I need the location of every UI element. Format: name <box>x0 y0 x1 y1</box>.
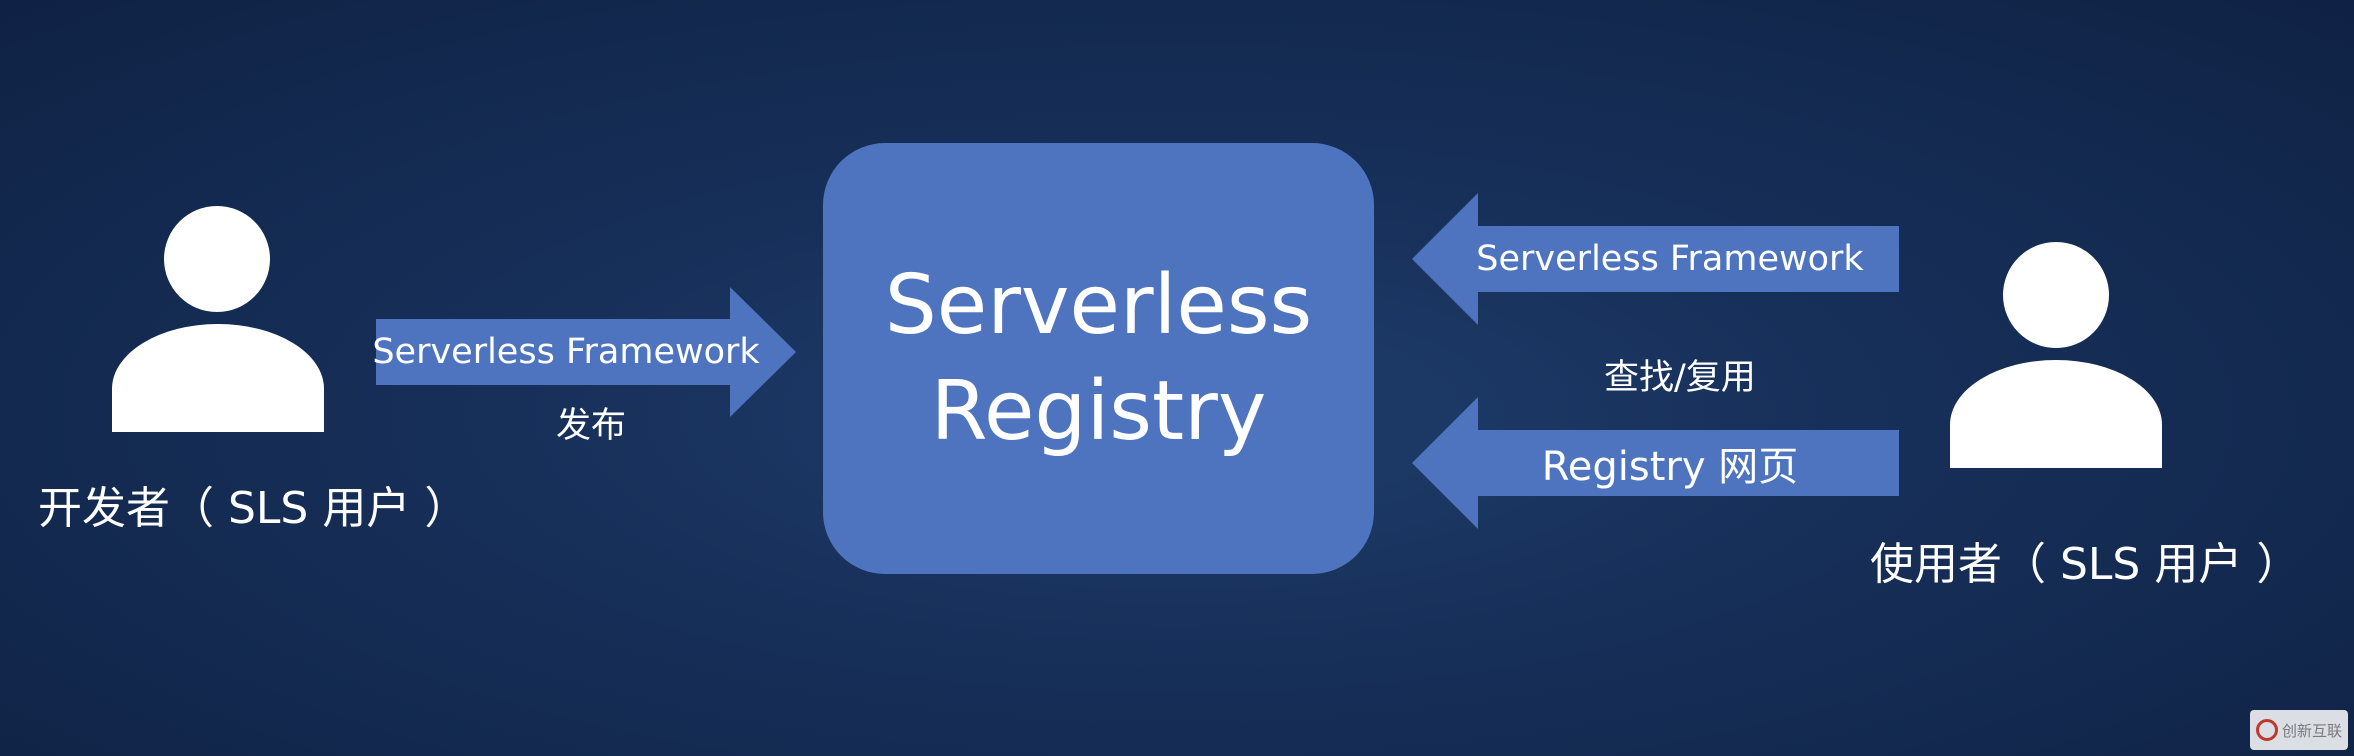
consume-arrow-top-label: Serverless Framework <box>1476 239 1864 279</box>
user-head <box>2003 242 2109 348</box>
developer-body <box>112 324 324 432</box>
consume-arrow-bottom-label: Registry 网页 <box>1541 444 1799 490</box>
user-body <box>1950 360 2162 468</box>
developer-caption: 开发者（ SLS 用户 ） <box>38 483 469 534</box>
user-person-icon <box>1950 242 2162 468</box>
serverless-registry-box: Serverless Registry <box>823 143 1374 574</box>
user-caption: 使用者（ SLS 用户 ） <box>1870 539 2301 590</box>
publish-arrow-label: Serverless Framework <box>372 332 760 372</box>
developer-head <box>164 206 270 312</box>
consume-arrow-top <box>1412 193 1899 325</box>
consume-arrow-bottom <box>1412 397 1899 529</box>
registry-title-line1: Serverless <box>884 257 1313 353</box>
publish-arrow <box>376 287 796 417</box>
developer-person-icon <box>112 206 324 432</box>
find-reuse-label: 查找/复用 <box>1604 358 1756 398</box>
registry-title-line2: Registry <box>930 363 1267 459</box>
watermark-logo: 创新互联 <box>2250 710 2348 750</box>
watermark-icon <box>2255 719 2278 741</box>
publish-sub-label: 发布 <box>556 406 627 446</box>
watermark-text: 创新互联 <box>2281 721 2342 740</box>
